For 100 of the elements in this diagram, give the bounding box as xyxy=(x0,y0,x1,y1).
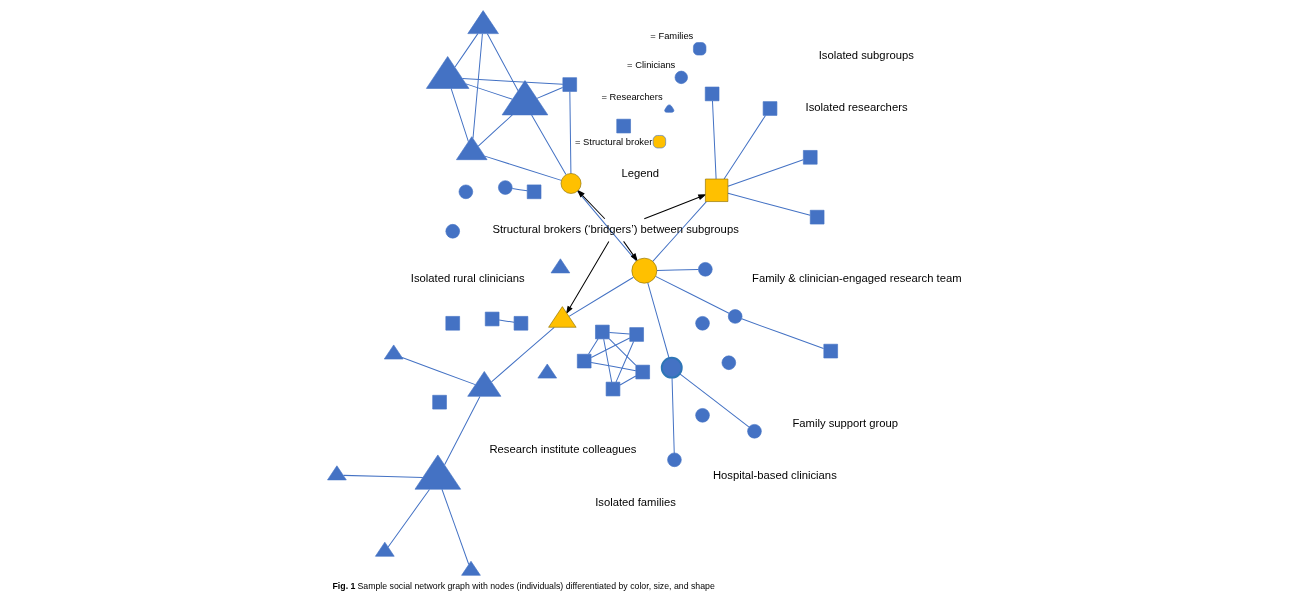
connector xyxy=(490,326,555,383)
arrow xyxy=(577,190,605,220)
caption: Fig. 1 Sample social network graph with nodes (individuals) differentiated by color, size, and shape xyxy=(332,580,715,591)
connector xyxy=(535,87,563,99)
connector xyxy=(651,201,707,262)
connector xyxy=(568,91,571,174)
node-triangle xyxy=(374,541,395,557)
connector xyxy=(498,319,515,323)
legend-label: = Structural broker xyxy=(574,135,652,147)
connector xyxy=(587,338,598,355)
node-circle xyxy=(631,257,657,284)
node-triangle xyxy=(466,10,499,34)
connector xyxy=(530,114,566,176)
label: Family & clinician-engaged research team xyxy=(751,272,962,285)
node-triangle xyxy=(460,560,481,576)
node-circle xyxy=(694,316,710,331)
label: Research institute colleagues xyxy=(488,443,636,456)
node-box xyxy=(704,86,719,102)
label: Isolated subgroups xyxy=(818,48,914,61)
legend-label: = Researchers xyxy=(600,90,663,102)
connector xyxy=(654,275,729,314)
node-text: Structural brokers (‘bridgers’) between subgroups xyxy=(491,222,739,235)
node-triangle xyxy=(550,258,570,274)
node-circle xyxy=(746,424,762,439)
node-box xyxy=(445,316,460,331)
node-triangle xyxy=(326,465,347,481)
node-triangle xyxy=(537,363,557,379)
label: Isolated researchers xyxy=(805,101,908,114)
node-box xyxy=(809,209,824,225)
connector xyxy=(619,375,636,386)
connector xyxy=(646,282,669,359)
node-box xyxy=(513,316,528,331)
connector xyxy=(342,474,423,478)
label: Hospital-based clinicians xyxy=(712,469,837,482)
connector xyxy=(602,338,612,383)
node-box xyxy=(605,381,620,397)
node-box xyxy=(594,324,610,340)
node-triangle xyxy=(425,56,469,89)
connector xyxy=(655,268,699,271)
node-box xyxy=(762,101,777,116)
node-box xyxy=(823,343,838,359)
arrow xyxy=(565,241,609,314)
connector xyxy=(461,78,563,85)
connector xyxy=(608,338,636,366)
connector xyxy=(608,332,630,335)
connector xyxy=(723,115,766,180)
node-box xyxy=(431,395,447,410)
connector xyxy=(711,100,717,180)
connector xyxy=(615,341,634,383)
node-box xyxy=(635,364,650,380)
connector xyxy=(726,159,804,187)
node-triangle xyxy=(455,136,487,160)
connector xyxy=(454,33,478,68)
node-box xyxy=(704,178,728,202)
node-circle xyxy=(560,173,581,194)
connector xyxy=(465,83,513,100)
connector xyxy=(671,377,675,454)
node-box xyxy=(526,184,541,199)
label: Legend xyxy=(620,167,659,180)
node-circle xyxy=(497,180,512,195)
node-triangle xyxy=(383,344,403,360)
node-circle xyxy=(721,355,736,370)
connector xyxy=(477,114,513,147)
node-circle xyxy=(445,224,460,239)
connector xyxy=(576,190,637,262)
label: Isolated families xyxy=(594,495,676,508)
connector xyxy=(440,488,469,565)
connector xyxy=(472,33,483,139)
node-box xyxy=(562,77,577,92)
connector xyxy=(590,337,630,359)
legend-label: = Clinicians xyxy=(626,58,675,70)
node-circle xyxy=(727,309,742,324)
connector xyxy=(727,192,811,216)
node-triangle xyxy=(501,80,548,116)
connector xyxy=(678,373,749,428)
connector xyxy=(590,361,636,372)
connector xyxy=(568,276,634,317)
node-circle xyxy=(697,262,713,277)
connector xyxy=(443,396,480,466)
connector xyxy=(387,488,430,548)
arrow xyxy=(643,194,706,220)
node-circle xyxy=(458,184,473,199)
node-box xyxy=(484,311,499,327)
legend-label: = Families xyxy=(649,30,693,42)
label: Isolated rural clinicians xyxy=(410,272,525,285)
connector xyxy=(740,318,824,349)
node-box xyxy=(628,327,644,342)
node-box xyxy=(802,150,817,165)
connector xyxy=(511,188,528,192)
node-circle xyxy=(694,408,710,423)
arrow xyxy=(622,240,637,261)
connector xyxy=(486,33,519,92)
node-triangle xyxy=(466,371,501,397)
node-triangle xyxy=(414,454,461,490)
label: Family support group xyxy=(791,416,898,429)
node-box xyxy=(576,353,591,369)
node-box xyxy=(615,118,631,134)
connector xyxy=(401,356,476,386)
node-circle xyxy=(666,452,682,467)
node-circle xyxy=(660,356,683,379)
